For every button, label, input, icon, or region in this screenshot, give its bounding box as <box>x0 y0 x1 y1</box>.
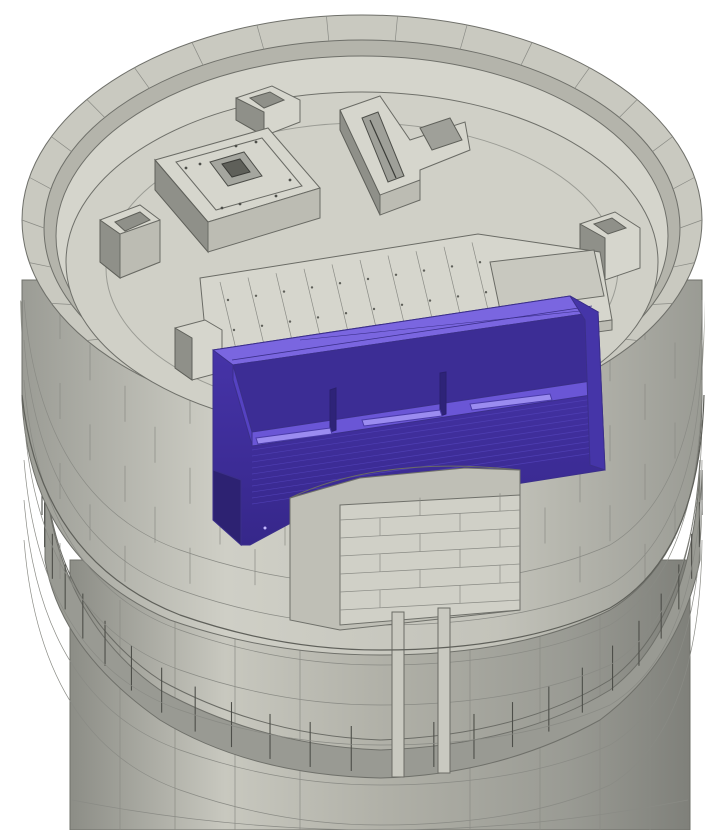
slot-bolt <box>316 316 320 319</box>
parapet-joint <box>326 16 330 42</box>
cutout-course <box>339 563 521 575</box>
front-cutout-wall <box>289 465 521 631</box>
floor-square-pad <box>154 127 321 254</box>
parapet-joint <box>21 219 45 229</box>
slot-bolt <box>478 261 482 264</box>
parapet-joint <box>652 303 673 305</box>
parapet-joint <box>29 177 52 190</box>
floor-cubicle-top <box>235 85 301 137</box>
parapet-joint <box>134 67 150 89</box>
parapet-joint <box>191 42 204 66</box>
wall-course-line <box>23 459 703 746</box>
parapet-joint <box>459 24 468 50</box>
parapet-joint <box>619 99 638 118</box>
cutout-course <box>339 581 521 593</box>
slot-bolt <box>422 269 426 272</box>
parapet-joint <box>672 262 695 268</box>
slot-bolt <box>232 328 236 332</box>
parapet-joint <box>29 262 52 268</box>
floor-cubicle-left <box>99 204 161 280</box>
component-face-line <box>251 433 601 487</box>
parapet-joint <box>672 177 695 190</box>
component-face-line <box>251 415 601 469</box>
parapet-joint <box>51 136 72 152</box>
cutout-course <box>339 599 521 611</box>
parapet-joint <box>394 16 398 42</box>
floor-t-feature <box>339 95 471 216</box>
component-face-line <box>251 439 601 493</box>
parapet-joint <box>256 24 265 50</box>
slot-bolt <box>310 286 314 289</box>
slot-bolt <box>344 312 348 315</box>
slot-bolt <box>282 290 286 293</box>
parapet-joint <box>679 219 703 229</box>
cutout-course <box>339 545 521 557</box>
slot-bolt <box>366 277 370 281</box>
support-rails <box>391 607 451 778</box>
slot-bolt <box>226 298 230 302</box>
slot-bolt <box>338 282 342 285</box>
wall-course-line <box>23 499 703 786</box>
slot-bolt <box>428 299 432 302</box>
slot-bolt <box>400 303 404 306</box>
cutout-course <box>339 509 521 521</box>
slot-bolt <box>456 295 460 298</box>
parapet-joint <box>520 42 533 66</box>
rim-ledge <box>21 394 705 651</box>
component-face-line <box>251 427 601 481</box>
slot-bolt <box>288 320 292 323</box>
wall-course-line <box>23 539 703 826</box>
cutout-course <box>339 527 521 539</box>
slot-bolt <box>372 307 376 311</box>
component-face-line <box>251 421 601 475</box>
component-face-line <box>251 409 601 463</box>
parapet-joint <box>51 303 72 305</box>
slot-bolt <box>254 294 258 297</box>
slot-bolt <box>450 265 454 268</box>
slot-bolt <box>260 324 264 327</box>
parapet-joint <box>86 99 105 118</box>
wall-course-line <box>23 419 703 706</box>
component-face-line <box>251 397 601 451</box>
component-face-line <box>251 403 601 457</box>
slot-bolt <box>394 273 398 276</box>
wall-course-line <box>23 379 703 666</box>
floor-step-left <box>174 319 223 381</box>
parapet-joint <box>652 136 673 152</box>
slot-bolt <box>484 291 488 294</box>
parapet-joint <box>574 67 590 89</box>
